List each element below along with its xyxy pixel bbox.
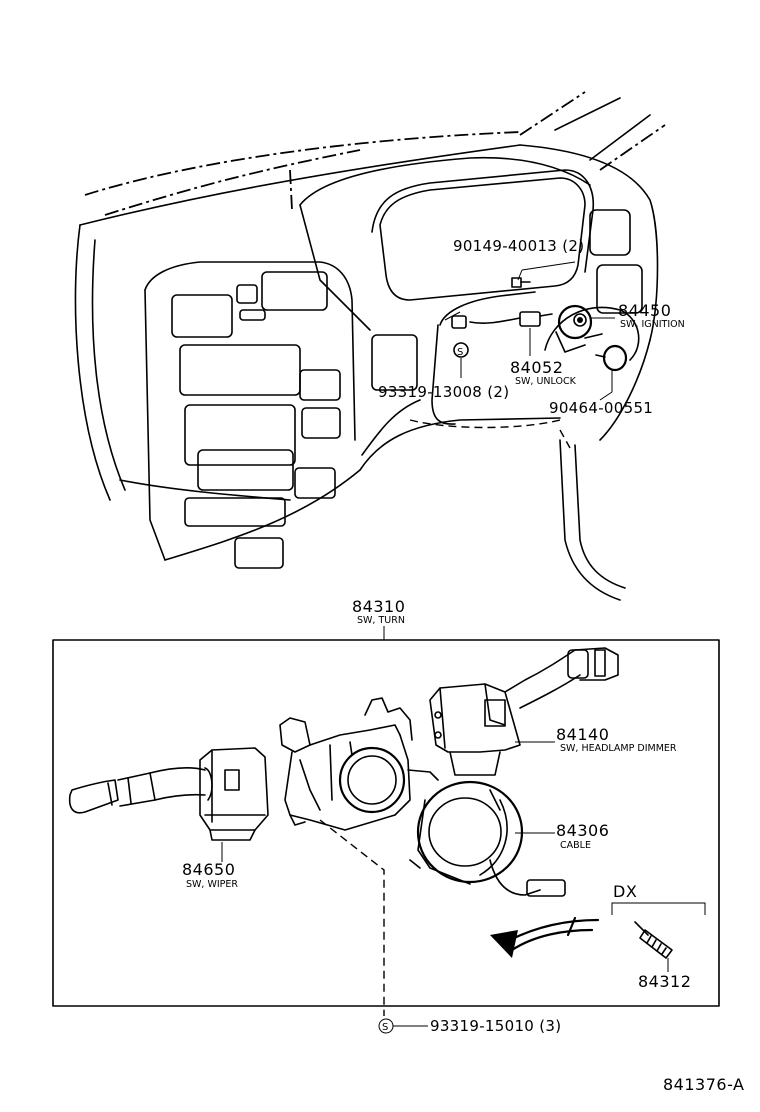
figure-code: 841376-A [663,1075,744,1094]
label-84306: 84306 [556,821,609,840]
desc-turn: SW, TURN [357,615,405,626]
label-90149: 90149-40013 (2) [453,237,584,255]
bolt-90149-icon [511,277,531,288]
bottom-screw-symbol: S [382,1022,388,1033]
dx-bracket [611,902,706,915]
assembly-arrow-icon [490,916,600,958]
desc-unlock: SW, UNLOCK [515,376,577,387]
label-84310: 84310 [352,597,405,616]
label-dx: DX [613,882,637,901]
label-84312: 84312 [638,972,691,991]
svg-text:S: S [457,347,463,358]
screw-symbol-icon: S [453,342,469,358]
label-84450: 84450 [618,301,671,320]
wiper-switch-icon [68,747,269,841]
label-93319-15010: 93319-15010 (3) [430,1017,561,1035]
label-84140: 84140 [556,725,609,744]
label-84052: 84052 [510,358,563,377]
desc-cable: CABLE [560,840,591,851]
turn-switch-body-icon [279,697,439,831]
desc-ignition: SW, IGNITION [620,319,685,330]
pin-84312-icon [634,921,673,959]
dashboard-illustration [74,91,666,601]
lower-parts [68,647,706,1034]
screw-symbol-bottom-icon [378,1018,394,1034]
label-93319-13008: 93319-13008 (2) [378,383,509,401]
ring-90464-icon [595,344,628,372]
label-84650: 84650 [182,860,235,879]
headlamp-switch-icon [429,647,619,776]
desc-headlamp: SW, HEADLAMP DIMMER [560,743,677,754]
unlock-switch-icon [451,311,553,329]
assembly-frame [52,639,720,1007]
spiral-cable-icon [409,780,566,897]
ignition-switch-icon [555,304,603,353]
desc-wiper: SW, WIPER [186,879,238,890]
upper-parts: S [444,261,628,401]
label-90464: 90464-00551 [549,399,653,417]
